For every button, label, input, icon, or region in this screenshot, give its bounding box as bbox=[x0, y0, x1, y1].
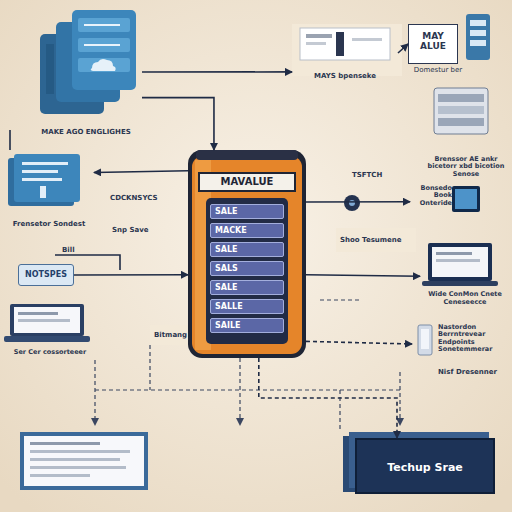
annotation-label: Nisf Dresenner bbox=[438, 368, 497, 376]
storage-slot: SALE bbox=[210, 280, 284, 295]
storage-slot: SALLE bbox=[210, 299, 284, 314]
connector-arrow bbox=[306, 275, 420, 277]
node-text: Nastordon Berrntrevear Endpoints Sonetem… bbox=[438, 324, 508, 354]
node-text: SALE bbox=[211, 281, 283, 294]
connector-arrow bbox=[94, 171, 188, 173]
monitor-icon bbox=[300, 28, 390, 60]
tablet-node: Bonsedo Book Onteride bbox=[410, 183, 490, 217]
node-text: Wide ConMon Cnete Ceneseecce bbox=[420, 291, 510, 306]
annotation-label: Bitmang bbox=[154, 331, 187, 339]
node-text: SALLE bbox=[211, 300, 283, 313]
node-text: NOTSPES bbox=[19, 270, 73, 279]
connector-arrow bbox=[306, 341, 412, 344]
folder-node: Frensetor Sondest bbox=[4, 152, 94, 228]
phone-icon bbox=[466, 14, 490, 60]
annotation-label: Snp Save bbox=[112, 226, 149, 234]
storage-device-node: MAVALUE SALE MACKE SALE SALS SALE SALLE SAILE bbox=[188, 150, 306, 358]
node-text: MACKE bbox=[211, 224, 283, 237]
storage-slot: MACKE bbox=[210, 223, 284, 238]
server-icon bbox=[434, 88, 488, 134]
node-text: SALE bbox=[211, 205, 283, 218]
laptop-node: Wide ConMon Cnete Ceneseecce bbox=[420, 240, 510, 306]
annotation-label: CDCKNSYCS bbox=[110, 194, 158, 202]
connector-arrow bbox=[306, 201, 410, 203]
value-box: MAY ALUEDomestur ber bbox=[408, 24, 458, 64]
monitor-node: MAYS bpenseke bbox=[292, 26, 398, 80]
document-panel bbox=[20, 432, 148, 490]
node-text: Ser Cer cossorteeer bbox=[4, 349, 96, 356]
paper-patch bbox=[292, 24, 402, 76]
server-stack-icon bbox=[40, 10, 136, 114]
lens-icon bbox=[344, 195, 360, 211]
node-text: Techup Srae bbox=[357, 462, 493, 475]
connector-arrow bbox=[259, 358, 397, 438]
process-box: Techup Srae bbox=[355, 438, 495, 494]
storage-slot: SALE bbox=[210, 242, 284, 257]
server-node: MAKE AGO ENGLIGHES bbox=[30, 8, 142, 136]
folder-stack-icon bbox=[8, 154, 80, 206]
storage-device bbox=[188, 150, 306, 358]
arrow-head bbox=[91, 418, 404, 426]
storage-slot: SAILE bbox=[210, 318, 284, 333]
note-card: NOTSPES bbox=[18, 264, 74, 286]
node-text: Frensetor Sondest bbox=[4, 220, 94, 228]
laptop-node: Ser Cer cossorteeer bbox=[4, 300, 96, 356]
node-text: SALE bbox=[211, 243, 283, 256]
storage-slot: SALS bbox=[210, 261, 284, 276]
node-text: MAKE AGO ENGLIGHES bbox=[30, 128, 142, 136]
endpoint-node: Nastordon Berrntrevear Endpoints Sonetem… bbox=[412, 322, 510, 362]
dashed-wire bbox=[95, 300, 400, 430]
node-text: MAVALUE bbox=[198, 172, 296, 192]
annotation-label: Bill bbox=[62, 246, 75, 254]
annotation-label: TSFTCH bbox=[352, 171, 382, 179]
storage-slot: SALE bbox=[210, 204, 284, 219]
annotation-label: Shoo Tesumene bbox=[340, 236, 402, 244]
tablet-icon bbox=[452, 186, 480, 212]
node-text: MAYS bpenseke bbox=[292, 72, 398, 80]
connector-arrow bbox=[142, 71, 292, 73]
node-text: SALS bbox=[211, 262, 283, 275]
laptop-icon bbox=[4, 304, 90, 342]
paper-patch bbox=[336, 228, 416, 252]
connector-arrow bbox=[74, 274, 188, 276]
wire bbox=[10, 130, 120, 270]
laptop-icon bbox=[422, 243, 498, 286]
connector-arrow bbox=[142, 98, 214, 150]
node-text: MAY ALUE bbox=[409, 31, 457, 52]
node-text: Brenssor AE ankr bicetorr xbd bicotion S… bbox=[422, 156, 510, 178]
phone-icon bbox=[418, 325, 432, 355]
connector-arrow bbox=[398, 44, 408, 53]
node-text: SAILE bbox=[211, 319, 283, 332]
node-text: Domestur ber bbox=[403, 66, 473, 74]
server-node: Brenssor AE ankr bicetorr xbd bicotion S… bbox=[422, 86, 510, 178]
node-text: Bonsedo Book Onteride bbox=[410, 185, 452, 207]
